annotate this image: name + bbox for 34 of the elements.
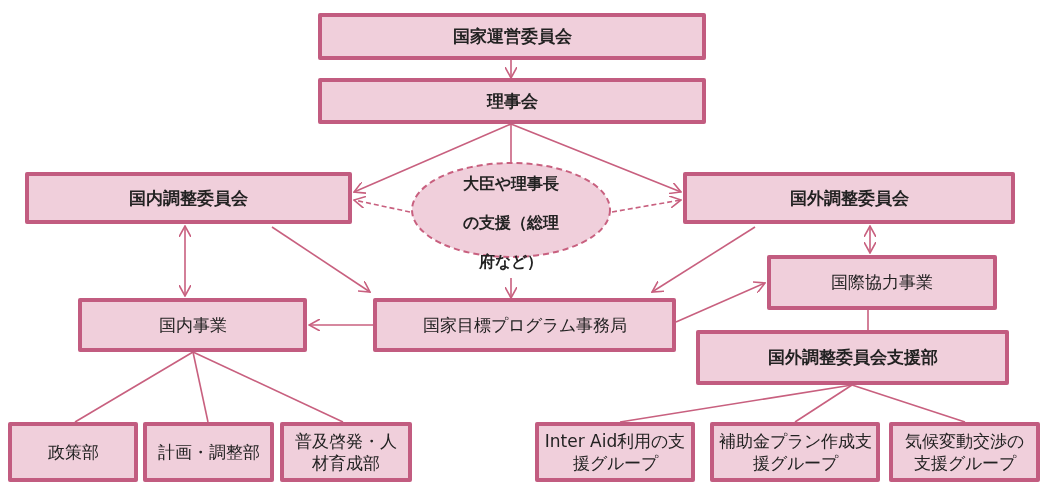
connector <box>863 225 877 254</box>
connector <box>192 351 209 423</box>
connector <box>510 123 682 195</box>
connector <box>308 318 374 332</box>
org-box: 国外調整委員会支援部 <box>696 330 1009 385</box>
org-box: 国内事業 <box>78 298 307 352</box>
node-label: 大臣や理事長の支援（総理府など） <box>462 173 560 273</box>
connector <box>504 277 518 299</box>
connector <box>867 309 869 331</box>
org-box: 政策部 <box>8 422 138 482</box>
org-box: 国際協力事業 <box>767 255 997 310</box>
org-box: 計画・調整部 <box>143 422 274 482</box>
connector <box>794 384 853 423</box>
connector <box>851 384 966 423</box>
connector <box>504 59 518 79</box>
connector <box>651 226 756 293</box>
org-box: 国内調整委員会 <box>25 172 352 224</box>
connector <box>178 225 192 297</box>
connector <box>353 123 512 194</box>
connector <box>675 281 766 323</box>
org-box: 国外調整委員会 <box>683 172 1015 224</box>
org-box: 補助金プラン作成支援グループ <box>710 422 880 482</box>
org-box: 理事会 <box>318 78 706 124</box>
connector <box>353 195 411 213</box>
org-box: 気候変動交渉の支援グループ <box>889 422 1040 482</box>
org-box: 普及啓発・人材育成部 <box>280 422 412 482</box>
connector <box>74 351 194 423</box>
org-box: Inter Aid利用の支援グループ <box>535 422 695 482</box>
connector <box>271 226 371 293</box>
connector <box>192 351 344 423</box>
org-box: 国家目標プログラム事務局 <box>373 298 676 352</box>
connector <box>510 123 512 163</box>
connector <box>611 195 682 213</box>
org-box: 国家運営委員会 <box>318 13 706 60</box>
